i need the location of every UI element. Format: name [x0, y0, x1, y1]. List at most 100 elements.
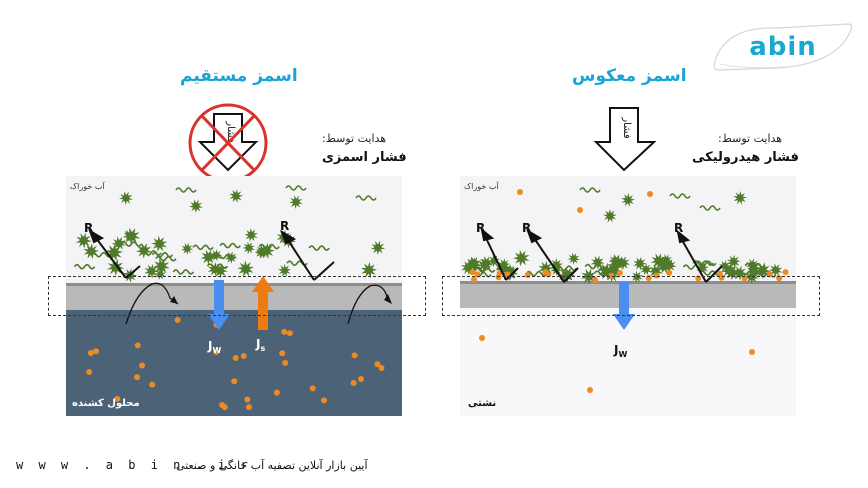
ro-membrane-outline	[442, 276, 820, 316]
foulant-particle	[513, 249, 530, 267]
ro-water-flux-label: JW	[613, 343, 627, 359]
foulant-particle	[83, 243, 100, 260]
foulant-strand	[525, 270, 548, 277]
foulant-particle	[465, 256, 479, 270]
foulant-strand	[172, 269, 195, 275]
no-pressure-icon: فشار	[188, 103, 268, 183]
foulant-strand	[744, 262, 766, 269]
foulant-particle	[567, 252, 580, 265]
forward-osmosis-title: اسمز مستقیم	[180, 66, 298, 86]
foulant-strand	[579, 187, 601, 193]
ro-rejection-arrows	[480, 227, 723, 283]
fo-membrane-outline	[48, 276, 426, 316]
ro-pressure-word: فشار	[621, 116, 632, 139]
ro-driven-by-value: فشار هیدرولیکی	[692, 150, 799, 165]
pressure-arrow-icon: فشار	[593, 107, 657, 172]
foulant-strand	[699, 270, 721, 276]
solute-particle	[273, 389, 280, 396]
solute-particle	[281, 328, 288, 335]
foulant-particle	[560, 267, 576, 282]
ro-permeate-label: نشتی	[468, 398, 497, 409]
foulant-particle	[254, 246, 268, 259]
reverse-osmosis-diagram: R R R JW	[460, 176, 796, 416]
fo-membrane	[66, 284, 402, 310]
foulant-particle	[478, 255, 494, 271]
logo-text: abin	[749, 32, 817, 62]
solute-particle	[545, 271, 552, 278]
foulant-particle	[648, 263, 663, 279]
foulant-particle	[229, 189, 243, 203]
solute-particle	[766, 271, 773, 278]
solute-particle	[282, 359, 289, 366]
logo-badge-shape	[713, 23, 853, 71]
fo-draw-solution	[66, 310, 402, 416]
solute-particle	[245, 404, 252, 411]
solute-particle	[471, 276, 478, 283]
foulant-particle	[242, 241, 255, 255]
solute-particle	[474, 271, 481, 278]
solute-particle	[279, 350, 286, 357]
foulant-particle	[244, 228, 258, 242]
fo-draw-label: محلول کشنده	[72, 398, 140, 409]
solute-particle	[213, 348, 220, 355]
solute-particle	[321, 397, 328, 404]
solute-particle	[378, 364, 385, 371]
foulant-particle	[744, 270, 759, 285]
foulant-particle	[119, 191, 133, 205]
reverse-osmosis-title: اسمز معکوس	[572, 66, 687, 86]
solute-particle	[134, 374, 141, 381]
fo-rejection-arrows	[88, 228, 335, 281]
foulant-particle	[237, 260, 254, 278]
forward-osmosis-diagram: R R JW Js	[66, 176, 402, 416]
foulant-strand	[474, 267, 496, 273]
fo-driven-by-value: فشار اسمزی	[322, 150, 407, 165]
solute-particle	[286, 330, 293, 337]
foulant-particle	[639, 263, 653, 276]
foulant-strand	[219, 242, 241, 249]
fo-water-flux-arrow	[214, 280, 224, 314]
foulant-particle	[107, 259, 125, 276]
solute-particle	[587, 387, 593, 393]
foulant-strand	[120, 241, 143, 247]
foulant-particle	[144, 263, 159, 279]
foulant-particle	[123, 229, 136, 242]
foulant-particle	[726, 254, 741, 269]
footer-website[interactable]: w w w . a b i n . i r	[16, 458, 252, 472]
solute-particle	[93, 348, 100, 355]
solute-particle	[87, 350, 94, 357]
solute-particle	[517, 189, 523, 195]
footer-tagline: آیین بازار آنلاین تصفیه آب خانگی و صنعتی	[176, 459, 368, 472]
fo-pressure-word: فشار	[225, 120, 236, 143]
foulant-strand	[151, 251, 174, 258]
ro-rejection-label-3: R	[674, 221, 683, 235]
ro-rejection-label-1: R	[476, 221, 485, 235]
foulant-particle	[278, 263, 292, 277]
foulant-strand	[598, 268, 620, 274]
fo-diffusion-path-2	[347, 284, 389, 325]
foulant-strand	[682, 264, 705, 270]
foulant-strand	[90, 251, 112, 258]
fo-driven-by-label: هدایت توسط:	[322, 132, 387, 145]
solute-particle	[666, 269, 673, 276]
solute-particle	[351, 352, 358, 359]
foulant-particle	[497, 258, 511, 271]
solute-particle	[592, 277, 599, 284]
foulant-particle	[621, 193, 635, 207]
solute-particle	[616, 269, 623, 276]
foulant-particle	[151, 235, 168, 252]
solute-particle	[608, 272, 615, 279]
fo-water-flux-label: JW	[207, 339, 221, 355]
solute-particle	[149, 381, 156, 388]
foulant-particle	[258, 242, 275, 259]
foulant-strand	[285, 185, 307, 191]
foulant-particle	[745, 258, 759, 272]
foulant-strand	[214, 253, 237, 260]
foulant-particle	[657, 259, 673, 274]
foulant-strand	[669, 193, 691, 199]
solute-particle	[221, 404, 228, 411]
solute-particle	[174, 316, 181, 323]
solute-particle	[240, 352, 247, 359]
solute-particle	[244, 396, 251, 403]
foulant-particle	[733, 191, 747, 205]
solute-particle	[350, 379, 357, 386]
